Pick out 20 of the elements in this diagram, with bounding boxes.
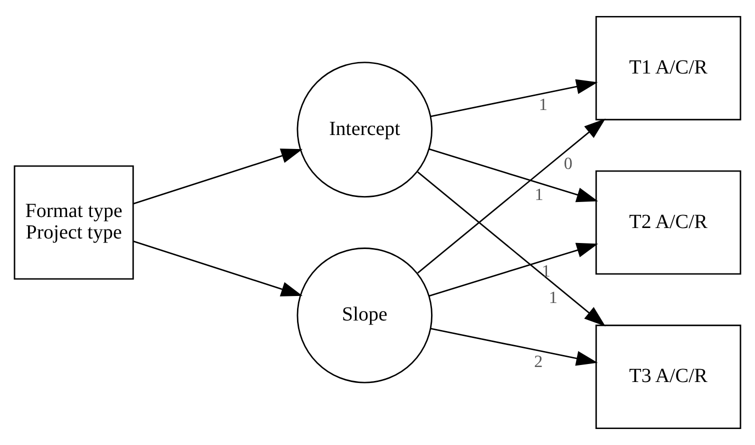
node-box: T1 A/C/R — [595, 16, 742, 120]
node-box: Format type Project type — [14, 165, 134, 280]
edge-label: 1 — [534, 184, 544, 204]
node-box: T2 A/C/R — [595, 170, 742, 275]
edge-label: 0 — [564, 154, 572, 174]
arrow — [417, 172, 606, 326]
arrow — [417, 118, 606, 274]
arrow — [428, 148, 598, 202]
arrow — [430, 328, 598, 366]
edge-label: 1 — [538, 94, 548, 114]
edge-label: 1 — [548, 288, 558, 308]
arrow — [133, 148, 303, 204]
node-box: T3 A/C/R — [595, 324, 742, 429]
arrow — [430, 79, 598, 118]
arrow — [428, 242, 598, 297]
arrow — [133, 240, 303, 296]
node-circle: Slope — [296, 248, 433, 384]
edge-label: 1 — [542, 262, 550, 281]
edge-label: 2 — [534, 352, 543, 372]
node-circle: Intercept — [296, 62, 433, 198]
